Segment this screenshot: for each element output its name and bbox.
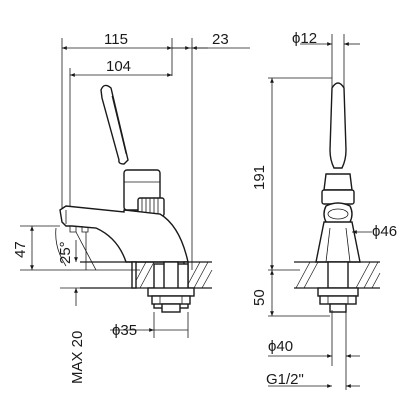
side-view (20, 38, 250, 338)
dim-thread: G1/2" (266, 371, 304, 388)
dim-width-overall: 115 (104, 31, 128, 48)
dim-diameter-body: ϕ46 (372, 223, 397, 240)
dim-height-spout: 47 (12, 241, 29, 258)
sink-hatch-front (295, 261, 381, 289)
lever-front (329, 82, 347, 169)
dim-diameter-hole: ϕ40 (268, 338, 293, 355)
dim-width-spout: 104 (106, 58, 131, 75)
dim-diameter-base: ϕ35 (112, 322, 137, 339)
dim-angle: 25° (57, 241, 74, 264)
dim-height-total: 191 (251, 165, 268, 190)
hub-front (323, 173, 353, 191)
dim-diameter-lever: ϕ12 (292, 30, 317, 47)
shank-front (327, 261, 349, 289)
dim-offset-right: 23 (212, 31, 229, 48)
dim-max-thickness: MAX 20 (69, 331, 86, 384)
tap-body-side (59, 205, 189, 263)
dim-depth-shank: 50 (251, 289, 268, 306)
tap-body-front (315, 221, 361, 263)
lever-side (100, 84, 129, 165)
front-view (268, 34, 381, 390)
